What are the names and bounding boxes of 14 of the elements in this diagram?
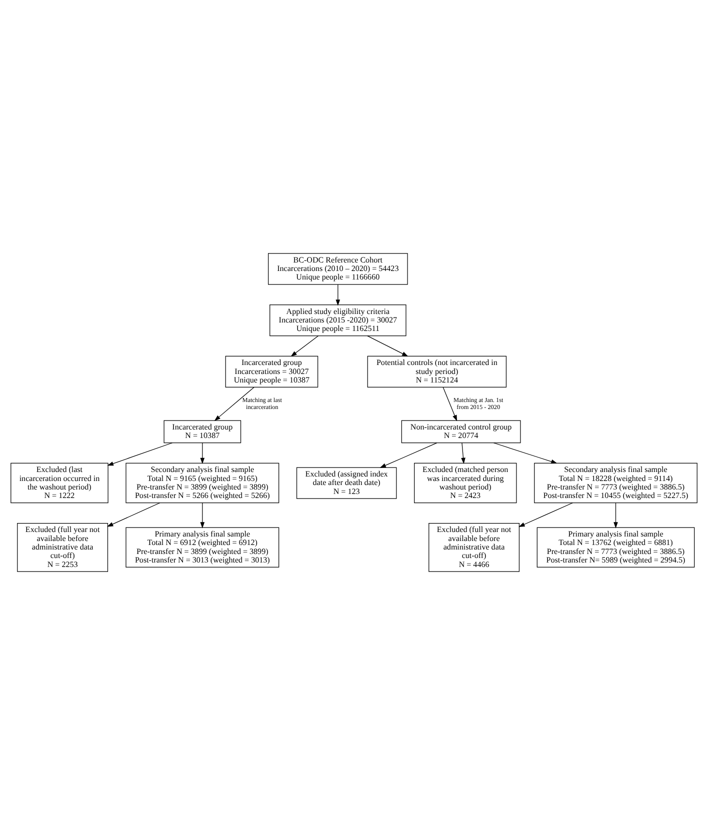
arrow xyxy=(493,442,558,464)
arrow xyxy=(200,502,205,528)
arrow xyxy=(200,442,205,464)
arrow xyxy=(106,502,160,526)
arrow xyxy=(290,335,319,356)
arrow xyxy=(461,442,466,464)
arrow xyxy=(518,502,573,526)
arrow xyxy=(380,442,438,468)
arrow xyxy=(107,442,173,466)
arrow xyxy=(614,502,618,528)
arrow xyxy=(214,386,254,420)
arrow xyxy=(442,386,458,421)
arrow xyxy=(336,284,340,306)
arrow xyxy=(367,335,408,356)
